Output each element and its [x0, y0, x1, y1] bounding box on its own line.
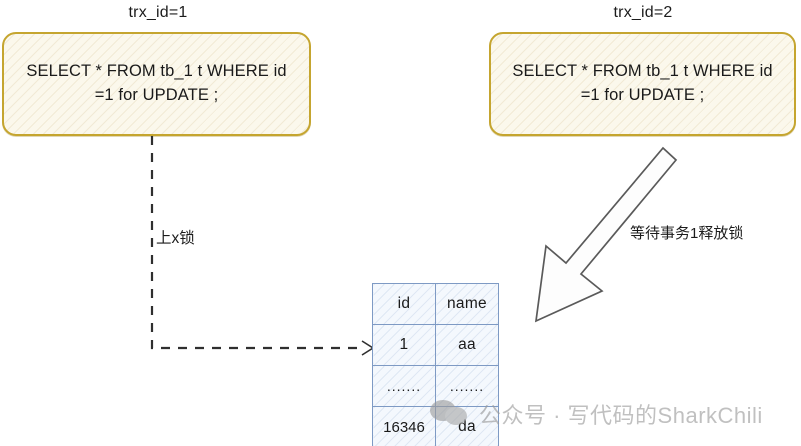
wechat-icon: [430, 400, 470, 428]
table-row: 1 aa: [372, 324, 499, 366]
wait-annotation-label: 等待事务1释放锁: [630, 225, 744, 242]
transaction-1-sql-text: SELECT * FROM tb_1 t WHERE id =1 for UPD…: [26, 62, 287, 104]
table-cell-id: 16346: [372, 406, 436, 446]
table-cell-name: da: [435, 406, 499, 446]
table-cell-name: .......: [435, 365, 499, 407]
transaction-1-sql-box: SELECT * FROM tb_1 t WHERE id =1 for UPD…: [2, 32, 311, 136]
table-header-name: name: [435, 283, 499, 325]
transaction-2-sql-box: SELECT * FROM tb_1 t WHERE id =1 for UPD…: [489, 32, 796, 136]
table-row: ....... .......: [372, 365, 499, 407]
record-table: id name 1 aa ....... ....... 16346 da: [372, 283, 499, 446]
table-cell-id: .......: [372, 365, 436, 407]
table-header-row: id name: [372, 283, 499, 325]
transaction-1-label: trx_id=1: [128, 4, 188, 21]
table-cell-id: 1: [372, 324, 436, 366]
transaction-2-label: trx_id=2: [613, 4, 673, 21]
transaction-2-sql-text: SELECT * FROM tb_1 t WHERE id =1 for UPD…: [512, 62, 773, 104]
watermark: 公众号 · 写代码的SharkChili: [430, 398, 763, 430]
watermark-text: 公众号 · 写代码的SharkChili: [479, 403, 763, 428]
table-header-id: id: [372, 283, 436, 325]
table-cell-name: aa: [435, 324, 499, 366]
lock-annotation-label: 上x锁: [156, 230, 195, 247]
table-row: 16346 da: [372, 406, 499, 446]
